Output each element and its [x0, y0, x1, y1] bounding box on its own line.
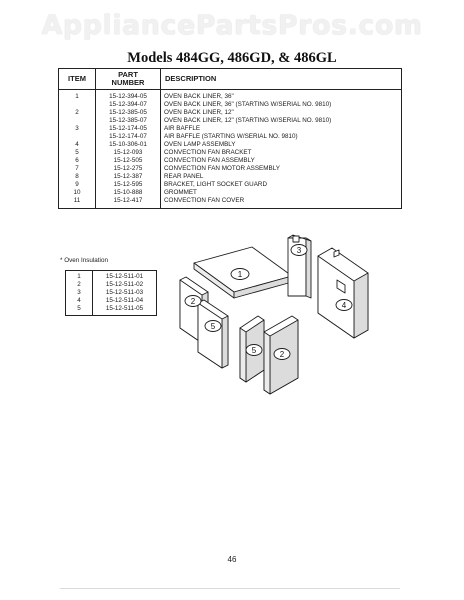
- row-part: 15-12-174-05: [95, 125, 161, 133]
- insulation-exploded-diagram: 1 2 3 4 5 5 2: [179, 234, 369, 395]
- callout-label-front-left: 5: [211, 322, 216, 331]
- table-header-row: ITEM PART NUMBER DESCRIPTION: [58, 68, 402, 90]
- row-description: CONVECTION FAN MOTOR ASSEMBLY: [160, 165, 402, 173]
- table-row: 11 15-12-417 CONVECTION FAN COVER: [58, 197, 402, 209]
- table-row: 4 15-10-306-01 OVEN LAMP ASSEMBLY: [58, 141, 402, 149]
- table-row: 5 15-12-093 CONVECTION FAN BRACKET: [58, 149, 402, 157]
- ins-item: 4: [65, 297, 93, 305]
- row-item: [58, 101, 96, 109]
- header-part-line1: PART: [118, 70, 138, 79]
- row-part: 15-12-394-05: [95, 89, 161, 101]
- insulation-panel-front-left: [197, 299, 229, 369]
- row-part: 15-10-306-01: [95, 141, 161, 149]
- callout-label-front-right: 2: [280, 350, 285, 359]
- row-item: [58, 117, 96, 125]
- table-row: 9 15-12-595 BRACKET, LIGHT SOCKET GUARD: [58, 181, 402, 189]
- insulation-panel-right-rear: [317, 247, 369, 339]
- row-item: 2: [58, 109, 96, 117]
- row-description: AIR BAFFLE (STARTING W/SERIAL NO. 9810): [160, 133, 402, 141]
- ins-part: 15-12-511-02: [92, 281, 157, 289]
- page-title: Models 484GG, 486GD, & 486GL: [127, 50, 337, 66]
- ins-item: 2: [65, 281, 93, 289]
- row-description: REAR PANEL: [160, 173, 402, 181]
- ins-part: 15-12-511-01: [92, 270, 157, 281]
- header-description: DESCRIPTION: [160, 68, 402, 90]
- callout-label-left: 2: [191, 297, 196, 306]
- row-part: 15-12-505: [95, 157, 161, 165]
- row-description: OVEN BACK LINER, 12": [160, 109, 402, 117]
- callout-label-right-big: 4: [342, 301, 347, 310]
- table-row: 3 15-12-174-05 AIR BAFFLE: [58, 125, 402, 133]
- row-part: 15-12-093: [95, 149, 161, 157]
- table-row: 7 15-12-275 CONVECTION FAN MOTOR ASSEMBL…: [58, 165, 402, 173]
- row-description: AIR BAFFLE: [160, 125, 402, 133]
- row-item: 4: [58, 141, 96, 149]
- callout-label-right-small: 3: [297, 246, 302, 255]
- table-row: 4 15-12-511-04: [65, 297, 157, 305]
- ins-item: 3: [65, 289, 93, 297]
- ins-item: 5: [65, 305, 93, 316]
- row-item: 10: [58, 189, 96, 197]
- header-part-number: PART NUMBER: [95, 68, 161, 90]
- scan-edge-divider: [60, 588, 400, 589]
- row-description: OVEN LAMP ASSEMBLY: [160, 141, 402, 149]
- table-row: 5 15-12-511-05: [65, 305, 157, 316]
- callout-label-front-middle: 5: [252, 346, 257, 355]
- row-item: [58, 133, 96, 141]
- insulation-table: 1 15-12-511-01 2 15-12-511-02 3 15-12-51…: [65, 270, 157, 316]
- row-part: 15-12-174-07: [95, 133, 161, 141]
- table-row: 15-12-385-07 OVEN BACK LINER, 12" (START…: [58, 117, 402, 125]
- table-row: 1 15-12-394-05 OVEN BACK LINER, 36": [58, 89, 402, 101]
- row-part: 15-12-595: [95, 181, 161, 189]
- row-description: OVEN BACK LINER, 36" (STARTING W/SERIAL …: [160, 101, 402, 109]
- insulation-note: * Oven Insulation: [60, 257, 108, 264]
- row-item: 6: [58, 157, 96, 165]
- row-description: GROMMET: [160, 189, 402, 197]
- table-row: 6 15-12-505 CONVECTION FAN ASSEMBLY: [58, 157, 402, 165]
- table-row: 3 15-12-511-03: [65, 289, 157, 297]
- row-description: CONVECTION FAN ASSEMBLY: [160, 157, 402, 165]
- row-item: 7: [58, 165, 96, 173]
- table-row: 1 15-12-511-01: [65, 270, 157, 281]
- row-part: 15-12-385-07: [95, 117, 161, 125]
- row-description: OVEN BACK LINER, 12" (STARTING W/SERIAL …: [160, 117, 402, 125]
- row-item: 11: [58, 197, 96, 209]
- page-number: 46: [227, 555, 237, 564]
- watermark: AppliancePartsPros.com: [41, 10, 423, 41]
- row-item: 5: [58, 149, 96, 157]
- row-description: CONVECTION FAN COVER: [160, 197, 402, 209]
- parts-table: ITEM PART NUMBER DESCRIPTION 1 15-12-394…: [58, 68, 402, 209]
- row-item: 9: [58, 181, 96, 189]
- callout-label-top: 1: [238, 270, 243, 279]
- ins-part: 15-12-511-05: [92, 305, 157, 316]
- header-part-line2: NUMBER: [111, 78, 145, 87]
- row-part: 15-12-385-05: [95, 109, 161, 117]
- table-row: 8 15-12-387 REAR PANEL: [58, 173, 402, 181]
- row-description: OVEN BACK LINER, 36": [160, 89, 402, 101]
- row-part: 15-12-417: [95, 197, 161, 209]
- row-part: 15-12-394-07: [95, 101, 161, 109]
- row-item: 8: [58, 173, 96, 181]
- table-row: 15-12-394-07 OVEN BACK LINER, 36" (START…: [58, 101, 402, 109]
- ins-part: 15-12-511-04: [92, 297, 157, 305]
- row-description: BRACKET, LIGHT SOCKET GUARD: [160, 181, 402, 189]
- table-row: 2 15-12-511-02: [65, 281, 157, 289]
- table-row: 2 15-12-385-05 OVEN BACK LINER, 12": [58, 109, 402, 117]
- row-part: 15-10-888: [95, 189, 161, 197]
- row-item: 1: [58, 89, 96, 101]
- ins-item: 1: [65, 270, 93, 281]
- ins-part: 15-12-511-03: [92, 289, 157, 297]
- row-item: 3: [58, 125, 96, 133]
- row-description: CONVECTION FAN BRACKET: [160, 149, 402, 157]
- header-item: ITEM: [58, 68, 96, 90]
- table-row: 10 15-10-888 GROMMET: [58, 189, 402, 197]
- row-part: 15-12-275: [95, 165, 161, 173]
- table-row: 15-12-174-07 AIR BAFFLE (STARTING W/SERI…: [58, 133, 402, 141]
- row-part: 15-12-387: [95, 173, 161, 181]
